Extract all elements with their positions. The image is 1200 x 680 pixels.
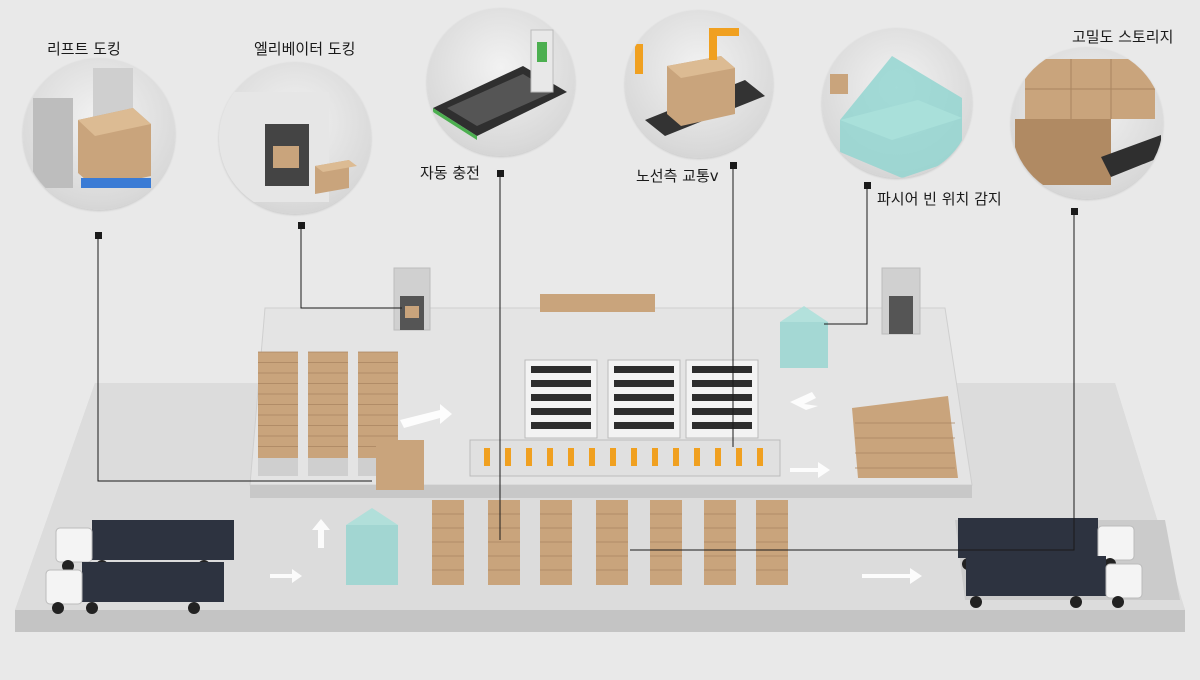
elevator-shaft-left [393,267,431,331]
leader-lines [97,166,1075,551]
bubble-route-traffic [625,10,773,158]
robot-arm [631,448,637,466]
robot-arm [652,448,658,466]
bubble-pallet-empty-detection [822,28,972,178]
truck [45,562,224,614]
bubble-auto-charging [427,8,575,156]
pallet-racks-left [258,351,424,490]
sorting-system [469,294,781,477]
robot-arm [757,448,763,466]
floor-row [756,500,788,585]
stacked-boxes-right [852,396,958,478]
robot-arm [547,448,553,466]
floor-row [488,500,520,585]
bubble-lift-docking [23,58,175,210]
floor-row [704,500,736,585]
callout-label-pallet-empty-detection: 파시어 빈 위치 감지 [877,190,1002,208]
rack-stack [258,352,298,458]
robot-arm [673,448,679,466]
conveyor-line [469,439,781,477]
bubble-dense-storage [1011,47,1163,199]
callout-label-lift-docking: 리프트 도킹 [47,40,121,58]
robot-arm [589,448,595,466]
floor-row [432,500,464,585]
callout-label-route-traffic: 노선측 교통v [636,167,719,185]
floor-row [596,500,628,585]
callout-label-elevator-docking: 엘리베이터 도킹 [254,40,356,58]
robot-arm [568,448,574,466]
trucks [45,518,1143,614]
glass-detection-cube-top [780,306,828,368]
floor-row [650,500,682,585]
top-box-row [540,294,655,312]
flow-arrows [270,392,922,584]
rack-stack [308,352,348,458]
leader-markers [95,162,1078,239]
callout-label-dense-storage: 고밀도 스토리지 [1072,28,1174,46]
box-pile [852,396,958,478]
robot-arm [694,448,700,466]
robot-arm [736,448,742,466]
callout-label-auto-charging: 자동 충전 [420,164,480,182]
robot-arm [715,448,721,466]
elevator-shaft-right [881,267,921,335]
box-stack [376,440,424,490]
truck [958,518,1135,570]
robot-arm [526,448,532,466]
robot-arm [484,448,490,466]
robot-arm [505,448,511,466]
glass-detection-cube-bottom [346,508,398,585]
robot-arm [610,448,616,466]
floor-row [540,500,572,585]
bubble-elevator-docking [219,62,371,214]
truck [966,556,1143,608]
floor-pallet-rows [432,500,788,585]
